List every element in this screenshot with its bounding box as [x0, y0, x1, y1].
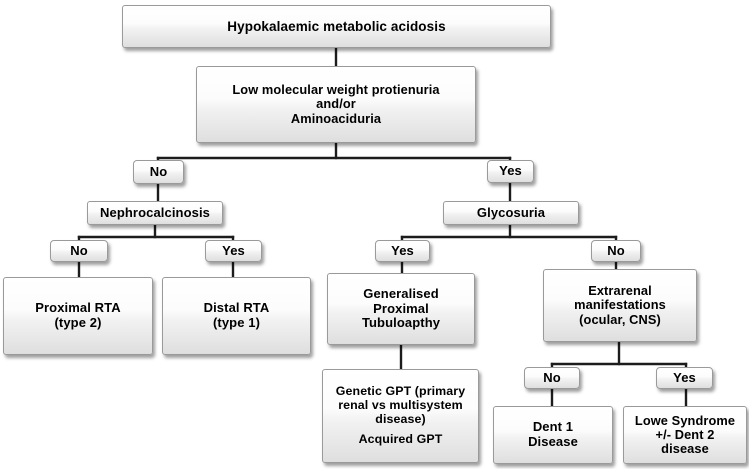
decision-nephrocalcinosis-no[interactable]: No [50, 240, 108, 262]
node-label: Extrarenal manifestations (ocular, CNS) [574, 283, 666, 327]
node-label: Nephrocalcinosis [100, 204, 210, 220]
decision-extrarenal-yes[interactable]: Yes [656, 367, 713, 389]
decision-label: No [149, 163, 168, 179]
node-generalised-proximal-tubulopathy[interactable]: Generalised Proximal Tubuloapthy [327, 273, 475, 345]
decision-label: Yes [222, 242, 245, 258]
decision-glycosuria-no[interactable]: No [591, 240, 641, 262]
node-label: Proximal RTA (type 2) [35, 300, 121, 330]
node-dent-1-disease[interactable]: Dent 1 Disease [493, 406, 613, 464]
node-label: Distal RTA (type 1) [203, 300, 270, 330]
decision-label: Yes [499, 163, 522, 179]
node-hypokalaemic-metabolic-acidosis[interactable]: Hypokalaemic metabolic acidosis [122, 5, 551, 48]
decision-extrarenal-no[interactable]: No [524, 367, 580, 389]
decision-label: No [607, 242, 625, 258]
decision-label: No [543, 369, 561, 385]
node-distal-rta[interactable]: Distal RTA (type 1) [162, 277, 311, 355]
node-genetic-acquired-gpt[interactable]: Genetic GPT (primary renal vs multisyste… [322, 369, 479, 463]
node-label: Low molecular weight protienuria and/or … [232, 82, 440, 126]
node-glycosuria[interactable]: Glycosuria [443, 201, 579, 225]
decision-nephrocalcinosis-yes[interactable]: Yes [205, 240, 262, 262]
node-label: Dent 1 Disease [528, 419, 578, 449]
node-proximal-rta[interactable]: Proximal RTA (type 2) [3, 277, 153, 355]
node-extrarenal-manifestations[interactable]: Extrarenal manifestations (ocular, CNS) [543, 269, 697, 342]
node-nephrocalcinosis[interactable]: Nephrocalcinosis [87, 201, 223, 225]
node-lowe-syndrome[interactable]: Lowe Syndrome +/- Dent 2 disease [623, 406, 747, 464]
decision-lmw-yes[interactable]: Yes [487, 160, 534, 183]
decision-label: Yes [391, 242, 414, 258]
node-label-acquired-gpt: Acquired GPT [358, 432, 443, 447]
node-label-genetic-gpt: Genetic GPT (primary renal vs multisyste… [335, 383, 466, 426]
node-low-molecular-weight-proteinuria[interactable]: Low molecular weight protienuria and/or … [196, 66, 476, 143]
decision-lmw-no[interactable]: No [133, 160, 184, 184]
decision-label: No [70, 242, 88, 258]
node-label: Generalised Proximal Tubuloapthy [361, 286, 441, 331]
node-label: Hypokalaemic metabolic acidosis [227, 18, 446, 34]
node-label: Glycosuria [476, 204, 546, 220]
decision-label: Yes [673, 369, 696, 385]
decision-glycosuria-yes[interactable]: Yes [375, 240, 430, 262]
node-label: Lowe Syndrome +/- Dent 2 disease [634, 412, 736, 457]
